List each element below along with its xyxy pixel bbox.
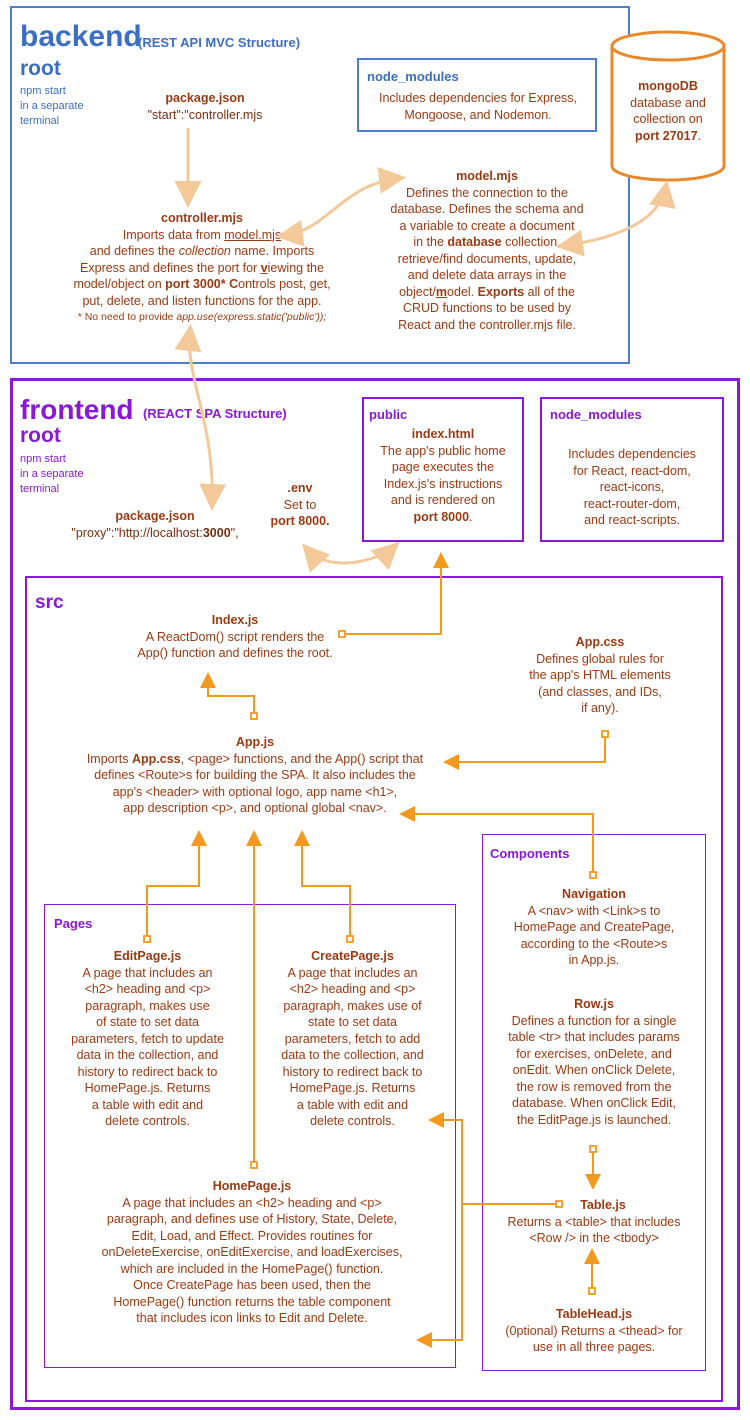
app-js: App.js Imports App.css, <page> functions… <box>86 735 424 815</box>
backend-root-label: root <box>20 57 61 80</box>
backend-node-modules-title: node_modules <box>367 69 459 84</box>
frontend-root-label: root <box>20 424 61 447</box>
home-page-js: HomePage.js A page that includes an <h2>… <box>101 1179 403 1325</box>
mongodb-label: mongoDB database and collection on port … <box>630 79 706 143</box>
backend-node-modules-text: Includes dependencies for Express,Mongoo… <box>378 91 578 122</box>
backend-package-json: package.json "start":"controller.mjs <box>147 91 263 122</box>
table-component: Table.js Returns a <table> that includes… <box>507 1198 681 1245</box>
model-mjs: model.mjs Defines the connection to the … <box>390 169 584 332</box>
backend-node-modules-box <box>357 58 597 132</box>
frontend-container <box>10 378 740 1410</box>
components-folder-label: Components <box>490 846 570 861</box>
frontend-subtitle: (REACT SPA Structure) <box>143 406 287 421</box>
pages-folder-label: Pages <box>54 916 93 931</box>
row-component: Row.js Defines a function for a single t… <box>508 997 680 1127</box>
public-folder-box <box>362 397 524 542</box>
controller-mjs: controller.mjs Imports data from model.m… <box>73 211 331 323</box>
frontend-node-modules-box <box>540 397 724 542</box>
frontend-node-modules-text: Includes dependencies for React, react-d… <box>568 447 696 527</box>
app-css: App.css Defines global rules for the app… <box>529 635 671 715</box>
index-js: Index.js A ReactDom() script renders the… <box>137 613 333 660</box>
tablehead-component: TableHead.js (0ptional) Returns a <thead… <box>505 1307 683 1354</box>
backend-subtitle: (REST API MVC Structure) <box>138 35 301 50</box>
frontend-node-modules-title: node_modules <box>550 407 642 422</box>
frontend-package-json: package.json "proxy":"http://localhost:3… <box>71 509 239 540</box>
create-page-js: CreatePage.js A page that includes an <h… <box>281 949 424 1128</box>
public-folder-label: public <box>369 407 408 422</box>
src-label: src <box>35 592 64 613</box>
edit-page-js: EditPage.js A page that includes an <h2>… <box>71 949 224 1128</box>
index-html: index.html The app's public home page ex… <box>380 427 506 524</box>
components-folder-box <box>482 834 706 1371</box>
backend-title: backend <box>20 20 142 53</box>
navigation-component: Navigation A <nav> with <Link>s to HomeP… <box>513 887 675 967</box>
env-file: .env Set to port 8000. <box>270 481 330 528</box>
frontend-title: frontend <box>20 394 134 425</box>
